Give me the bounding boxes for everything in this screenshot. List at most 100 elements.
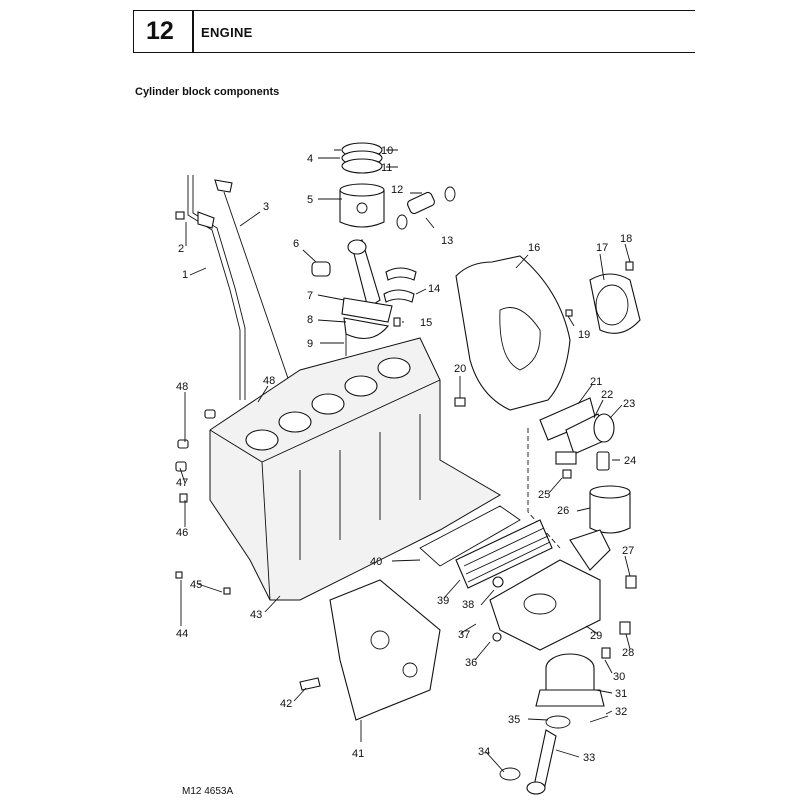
bearing-shell-lower (383, 289, 415, 303)
header-divider (192, 11, 194, 52)
callout-43: 43 (250, 609, 262, 621)
callout-30: 30 (613, 671, 625, 683)
callout-17: 17 (596, 242, 608, 254)
callout-5: 5 (307, 194, 313, 206)
callout-39: 39 (437, 595, 449, 607)
callout-42: 42 (280, 698, 292, 710)
callout-18: 18 (620, 233, 632, 245)
block-ribs (299, 414, 421, 560)
callout-11: 11 (381, 162, 392, 174)
diagram-parts (175, 142, 641, 795)
gasket-40 (419, 505, 521, 567)
bore-1 (245, 429, 279, 451)
circlip-left (396, 214, 408, 230)
sender-27 (625, 575, 637, 589)
housing-boss (523, 593, 557, 615)
callout-7: 7 (307, 290, 313, 302)
callout-3: 3 (263, 201, 269, 213)
oil-cooler (455, 519, 553, 589)
callout-31: 31 (615, 688, 627, 700)
chapter-title: ENGINE (201, 25, 253, 40)
dipstick-tube-edge (192, 175, 246, 400)
cylinder-block (209, 337, 501, 601)
bearing-shell-upper (385, 267, 417, 281)
assembly-guide-line (527, 428, 561, 549)
dowel-15 (393, 317, 401, 327)
chapter-header: 12 ENGINE (133, 10, 695, 53)
callout-12: 12 (391, 184, 403, 196)
callout-36: 36 (465, 657, 477, 669)
bolt-18 (625, 261, 634, 271)
callout-6: 6 (293, 238, 299, 250)
callout-leaders (179, 149, 631, 773)
rear-plate (455, 255, 571, 411)
rod-small-end (347, 239, 367, 255)
piston-ring-bottom (341, 158, 383, 174)
callout-21: 21 (590, 376, 602, 388)
tube-bracket (197, 211, 215, 229)
callout-29: 29 (590, 630, 602, 642)
callout-4: 4 (307, 153, 313, 165)
bore-5 (377, 357, 411, 379)
rear-plate-cutout (499, 307, 541, 371)
bolt-42 (299, 677, 321, 691)
chapter-number: 12 (146, 17, 174, 45)
callout-26: 26 (557, 505, 569, 517)
plug-45 (223, 587, 231, 595)
bolt-2 (175, 211, 185, 220)
callout-9: 9 (307, 338, 313, 350)
callout-16: 16 (528, 242, 540, 254)
piston (339, 189, 385, 228)
oil-filter (589, 491, 631, 534)
label-plate (555, 451, 577, 465)
callout-1: 1 (182, 269, 188, 281)
gasket-34 (499, 767, 521, 781)
callout-38: 38 (462, 599, 474, 611)
callout-10: 10 (381, 145, 393, 157)
sleeve-24 (596, 451, 610, 471)
housing-upper-body (569, 529, 611, 571)
callout-8: 8 (307, 314, 313, 326)
callout-40: 40 (370, 556, 382, 568)
screw-19 (565, 309, 573, 317)
o-ring-36 (492, 632, 502, 642)
gudgeon-pin (407, 191, 435, 215)
pickup-strainer (526, 781, 546, 795)
callout-19: 19 (578, 329, 590, 341)
callout-15: 15 (420, 317, 432, 329)
callout-41: 41 (352, 748, 364, 760)
plug-46 (179, 493, 188, 503)
callout-33: 33 (583, 752, 595, 764)
callout-44: 44 (176, 628, 188, 640)
mounting-bracket (329, 579, 441, 721)
dowel-20 (454, 397, 466, 407)
oil-filter-housing (489, 559, 601, 651)
bracket-hole-2 (402, 662, 418, 678)
callout-20: 20 (454, 363, 466, 375)
callout-35: 35 (508, 714, 520, 726)
section-title: Cylinder block components (135, 86, 280, 98)
gasket-35 (545, 715, 571, 729)
bore-3 (311, 393, 345, 415)
small-end-bush (311, 261, 331, 277)
dipstick-rod (223, 191, 293, 391)
callout-48: 48 (263, 375, 275, 387)
callout-45: 45 (190, 579, 202, 591)
oil-seal-bore (595, 284, 629, 326)
rod-big-end (341, 297, 393, 323)
callout-24: 24 (624, 455, 636, 467)
callout-23: 23 (623, 398, 635, 410)
callout-34: 34 (478, 746, 490, 758)
pickup-pipe (533, 729, 557, 791)
dipstick-handle (214, 179, 233, 193)
oil-cooler-fins (463, 527, 551, 583)
piston-crown (339, 183, 385, 197)
callout-32: 32 (615, 706, 627, 718)
figure-reference: M12 4653A (182, 786, 234, 797)
callout-22: 22 (601, 389, 613, 401)
plug-28 (619, 621, 631, 635)
callout-37: 37 (458, 629, 470, 641)
callout-28: 28 (622, 647, 634, 659)
bolt-32 (589, 715, 609, 723)
